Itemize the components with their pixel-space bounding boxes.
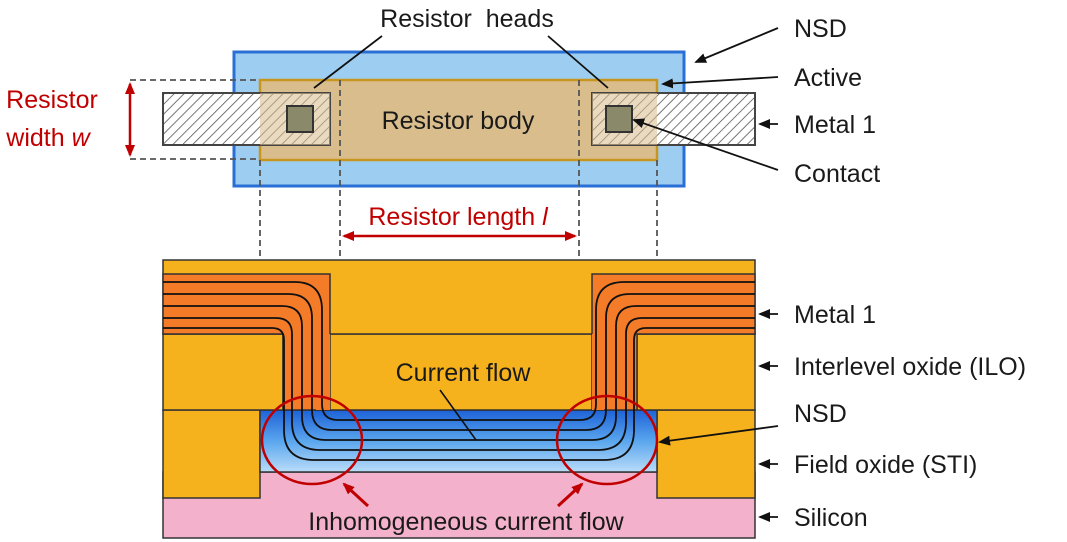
ilo-right <box>636 333 756 411</box>
top-view: Resistor body Resistor heads Resistor wi… <box>5 5 756 188</box>
ilo-center <box>315 333 605 411</box>
width-label-line2: width w <box>5 124 91 152</box>
legend-sti: Field oxide (STI) <box>794 451 977 479</box>
legend-metal1-top: Metal 1 <box>794 111 876 139</box>
nsd-pointer <box>694 27 779 63</box>
legend-nsd-bottom: NSD <box>794 400 847 428</box>
heads-pointer-right <box>547 35 609 89</box>
legend-metal1-bottom: Metal 1 <box>794 301 876 329</box>
heads-pointer-left <box>313 35 383 89</box>
legend-ilo: Interlevel oxide (ILO) <box>794 353 1026 381</box>
active-pointer <box>661 76 779 89</box>
legend-active: Active <box>794 64 862 92</box>
cross-section: Current flow Inhomogeneous current flow <box>162 259 756 539</box>
legend-silicon: Silicon <box>794 504 868 532</box>
inhomogeneous-label: Inhomogeneous current flow <box>308 508 624 536</box>
metal1-cross-left <box>162 273 331 411</box>
contact-pointer <box>632 118 779 171</box>
sti-left <box>162 409 261 499</box>
bottom-legend: Metal 1 Interlevel oxide (ILO) NSD Field… <box>658 301 1026 532</box>
length-label: Resistor length l <box>368 203 549 231</box>
inhomogeneous-arrow-right <box>556 482 584 508</box>
width-label-line1: Resistor <box>6 86 98 114</box>
contact-left <box>286 105 314 133</box>
top-legend: NSD Active Metal 1 Contact <box>632 15 880 188</box>
resistor-body-label: Resistor body <box>382 107 535 135</box>
current-flow-lines <box>163 281 755 461</box>
current-flow-label: Current flow <box>396 359 532 387</box>
inhomogeneous-arrow-left <box>342 482 370 508</box>
inhomogeneous-circle-right <box>555 394 659 486</box>
contact-right <box>605 105 633 133</box>
nsd-pointer-bottom <box>658 425 779 446</box>
legend-nsd-top: NSD <box>794 15 847 43</box>
ilo-left <box>162 333 284 411</box>
current-flow-pointer <box>439 389 477 441</box>
sti-right <box>656 409 756 499</box>
legend-contact: Contact <box>794 160 880 188</box>
inhomogeneous-circle-left <box>260 394 364 486</box>
resistor-heads-label: Resistor heads <box>380 5 554 33</box>
